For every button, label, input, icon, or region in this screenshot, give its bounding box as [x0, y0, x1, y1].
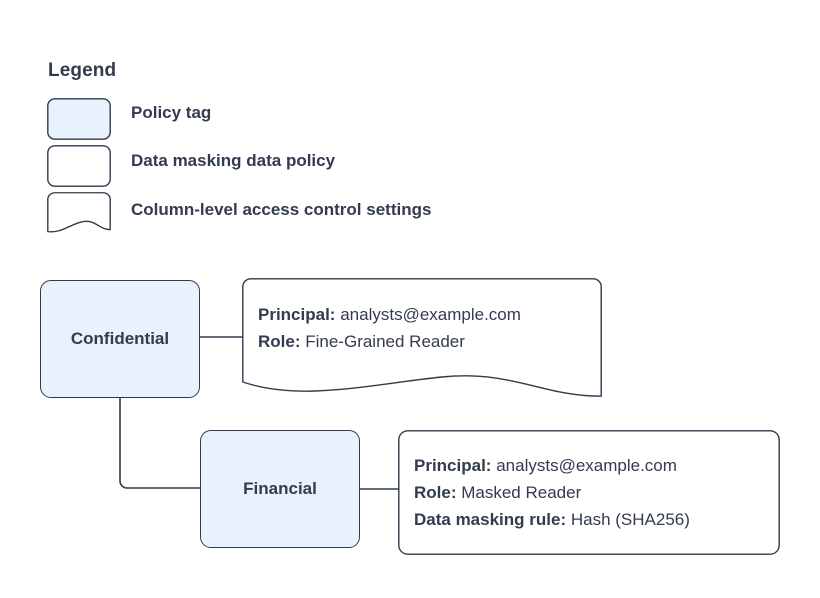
callout-financial-shape	[398, 430, 780, 555]
legend-label-column-access-settings: Column-level access control settings	[131, 200, 432, 219]
callout-financial-line-1: Principal: analysts@example.com	[414, 452, 677, 479]
legend-title: Legend	[48, 60, 117, 81]
callout-financial-line-1-value: analysts@example.com	[496, 456, 677, 475]
callout-confidential-line-1-key: Principal:	[258, 305, 336, 324]
node-financial[interactable]: Financial	[200, 430, 360, 548]
node-confidential-label: Confidential	[70, 329, 170, 348]
legend-swatch-policy-tag	[47, 98, 111, 140]
callout-confidential-shape	[242, 278, 602, 397]
callout-financial-line-3-key: Data masking rule:	[414, 510, 567, 529]
callout-confidential-settings[interactable]: Principal: analysts@example.com Role: Fi…	[242, 278, 602, 398]
legend-label-data-masking-policy: Data masking data policy	[131, 151, 336, 170]
callout-financial-line-3: Data masking rule: Hash (SHA256)	[414, 506, 690, 533]
callout-financial-line-2-key: Role:	[414, 483, 457, 502]
callout-confidential-line-1: Principal: analysts@example.com	[258, 301, 521, 328]
callout-confidential-line-2: Role: Fine-Grained Reader	[258, 328, 465, 355]
legend-swatch-column-access-settings	[47, 192, 111, 236]
edge-confidential-to-financial	[119, 398, 200, 489]
callout-financial-policy[interactable]: Principal: analysts@example.com Role: Ma…	[398, 430, 780, 555]
callout-confidential-line-2-value: Fine-Grained Reader	[305, 332, 465, 351]
legend-label-policy-tag: Policy tag	[131, 103, 212, 122]
callout-financial-line-3-value: Hash (SHA256)	[570, 510, 690, 529]
callout-confidential-line-2-key: Role:	[258, 332, 301, 351]
legend-swatch-data-masking-policy	[47, 145, 111, 187]
callout-confidential-line-1-value: analysts@example.com	[340, 305, 521, 324]
callout-financial-line-2-value: Masked Reader	[461, 483, 582, 502]
node-confidential[interactable]: Confidential	[40, 280, 200, 398]
callout-financial-line-2: Role: Masked Reader	[414, 479, 581, 506]
callout-financial-line-1-key: Principal:	[414, 456, 492, 475]
node-financial-label: Financial	[243, 479, 317, 498]
